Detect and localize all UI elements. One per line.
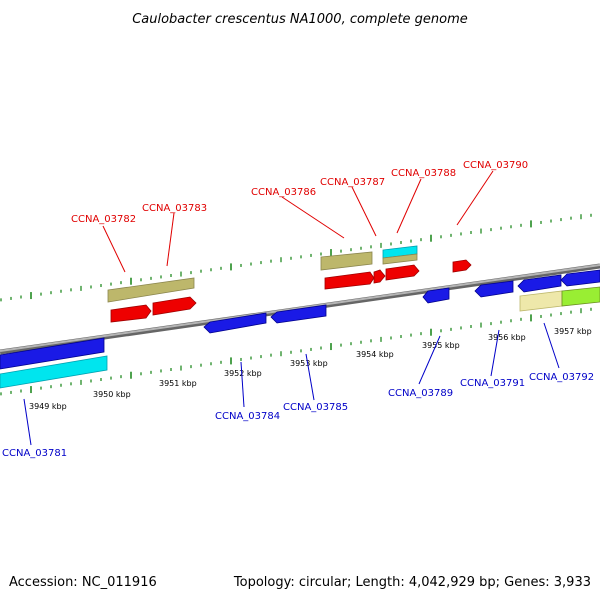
- reverse-features: [0, 269, 600, 389]
- tick-label: 3956 kbp: [488, 333, 526, 342]
- forward-features: [107, 245, 472, 323]
- tick-label: 3957 kbp: [554, 327, 592, 336]
- feature-ccna-03792-lime[interactable]: [561, 286, 600, 307]
- gene-label-ccna-03792[interactable]: CCNA_03792: [529, 372, 594, 383]
- feature-ccna-03781-arrow[interactable]: [0, 337, 105, 370]
- gene-label-ccna-03784[interactable]: CCNA_03784: [215, 411, 280, 422]
- feature-ccna-03792-pale[interactable]: [519, 290, 563, 312]
- gene-label-ccna-03781[interactable]: CCNA_03781: [2, 448, 67, 459]
- feature-ccna-03792-arrow-a[interactable]: [517, 274, 562, 293]
- upper-tick-row: [0, 213, 592, 302]
- feature-ccna-03791-arrow[interactable]: [474, 280, 514, 298]
- feature-ccna-03789-arrow[interactable]: [422, 287, 450, 304]
- gene-label-ccna-03790[interactable]: CCNA_03790: [463, 160, 528, 171]
- accession-text: Accession: NC_011916: [9, 575, 157, 590]
- feature-ccna-03784-arrow[interactable]: [203, 312, 267, 334]
- gene-label-ccna-03787[interactable]: CCNA_03787: [320, 177, 385, 188]
- feature-ccna-03782-arrow[interactable]: [110, 304, 152, 323]
- tick-label: 3953 kbp: [290, 359, 328, 368]
- gene-label-ccna-03788[interactable]: CCNA_03788: [391, 168, 456, 179]
- lower-tick-row: [0, 307, 592, 396]
- feature-ccna-03781-cyan[interactable]: [0, 355, 108, 389]
- reverse-labels: CCNA_03781 CCNA_03784 CCNA_03785 CCNA_03…: [2, 372, 594, 459]
- genome-summary-text: Topology: circular; Length: 4,042,929 bp…: [233, 575, 591, 590]
- feature-ccna-03782-tan[interactable]: [107, 277, 195, 303]
- reverse-leaders: [23, 322, 560, 446]
- gene-label-ccna-03791[interactable]: CCNA_03791: [460, 378, 525, 389]
- feature-ccna-03786-tan[interactable]: [320, 251, 373, 271]
- forward-labels: CCNA_03782 CCNA_03783 CCNA_03786 CCNA_03…: [71, 160, 528, 225]
- map-title: Caulobacter crescentus NA1000, complete …: [132, 12, 468, 27]
- gene-label-ccna-03789[interactable]: CCNA_03789: [388, 388, 453, 399]
- tick-label: 3955 kbp: [422, 341, 460, 350]
- tick-label: 3950 kbp: [93, 390, 131, 399]
- feature-ccna-03790-arrow[interactable]: [452, 259, 472, 273]
- feature-ccna-03788-tan[interactable]: [382, 253, 418, 265]
- gene-label-ccna-03783[interactable]: CCNA_03783: [142, 203, 207, 214]
- feature-ccna-03786-arrow[interactable]: [324, 271, 375, 290]
- scale-labels: 3949 kbp 3950 kbp 3951 kbp 3952 kbp 3953…: [29, 327, 592, 411]
- feature-ccna-03788-arrow[interactable]: [385, 264, 420, 281]
- gene-label-ccna-03782[interactable]: CCNA_03782: [71, 214, 136, 225]
- tick-label: 3954 kbp: [356, 350, 394, 359]
- forward-leaders: [102, 170, 494, 273]
- feature-ccna-03787-arrow[interactable]: [373, 269, 386, 284]
- feature-ccna-03785-arrow[interactable]: [270, 304, 327, 324]
- gene-label-ccna-03786[interactable]: CCNA_03786: [251, 187, 316, 198]
- feature-ccna-03783-arrow[interactable]: [152, 296, 197, 316]
- gene-label-ccna-03785[interactable]: CCNA_03785: [283, 402, 348, 413]
- feature-ccna-03792-arrow-b[interactable]: [560, 269, 600, 287]
- tick-label: 3949 kbp: [29, 402, 67, 411]
- tick-label: 3952 kbp: [224, 369, 262, 378]
- tick-label: 3951 kbp: [159, 379, 197, 388]
